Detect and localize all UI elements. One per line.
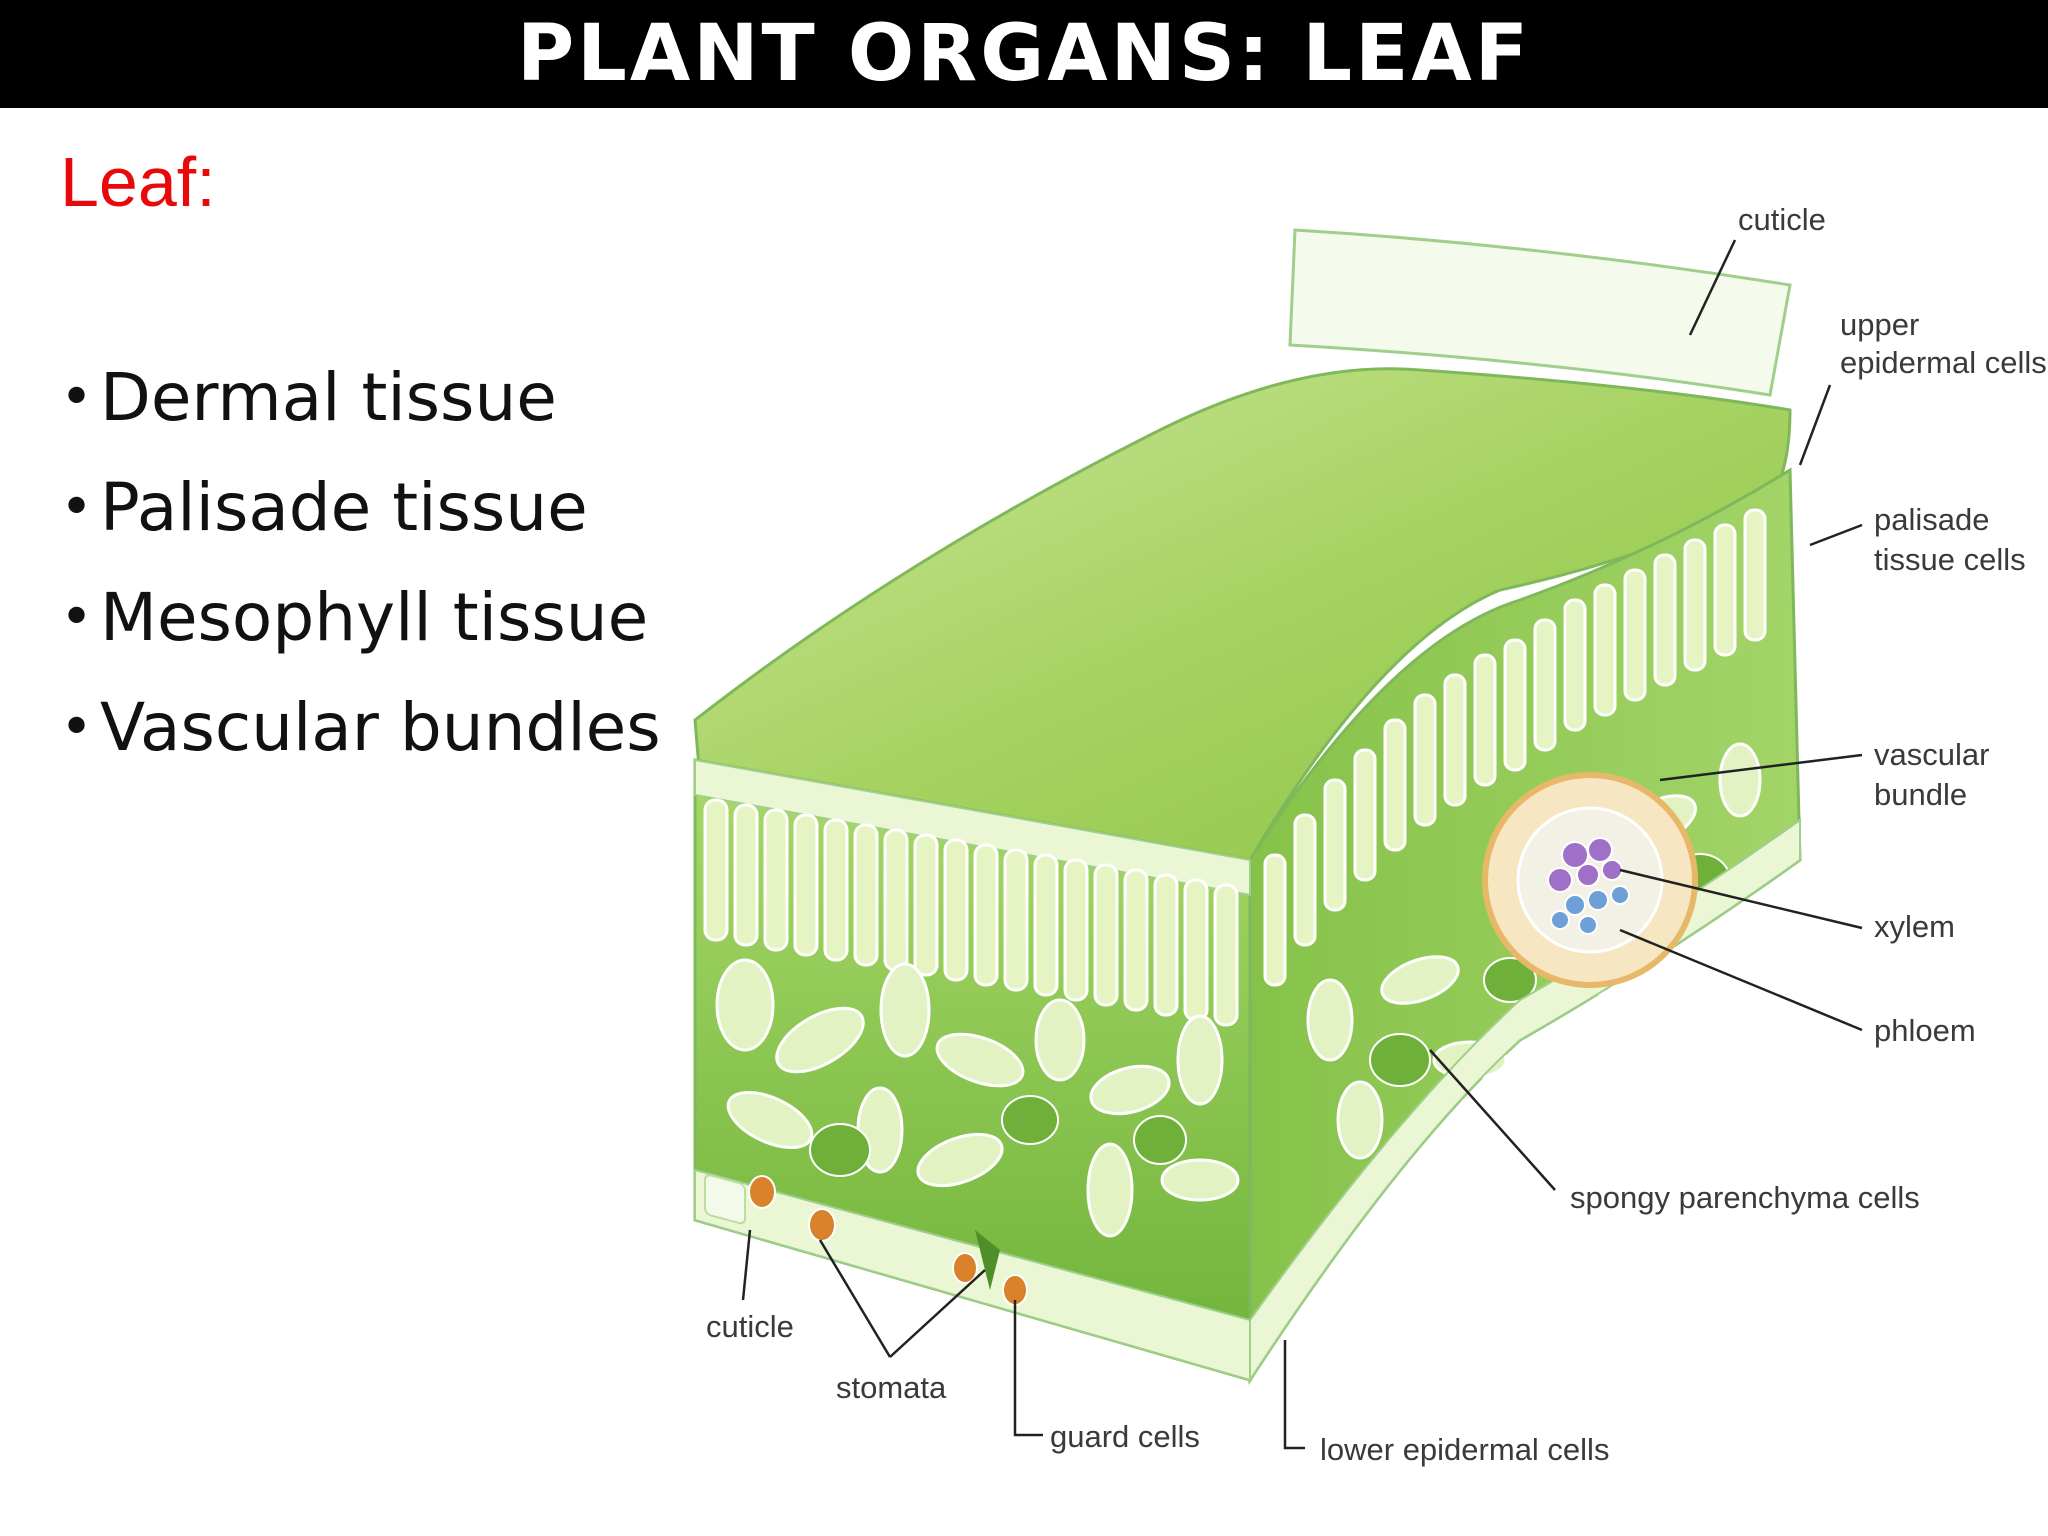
bullet-item: •Dermal tissue bbox=[60, 355, 661, 465]
bullet-item: •Vascular bundles bbox=[60, 685, 661, 795]
guard-cells bbox=[748, 1175, 1028, 1306]
slide-title: PLANT ORGANS: LEAF bbox=[516, 9, 1532, 99]
lower-epidermal-cells bbox=[704, 1174, 746, 1225]
title-bar: PLANT ORGANS: LEAF bbox=[0, 0, 2048, 108]
bullet-text: Palisade tissue bbox=[100, 469, 588, 546]
cuticle-peel bbox=[1288, 228, 1792, 397]
leader-lines bbox=[741, 239, 1863, 1450]
label-vascular-1: vascular bbox=[1874, 737, 1989, 772]
label-palisade-2: tissue cells bbox=[1874, 542, 2026, 577]
label-phloem: phloem bbox=[1874, 1013, 1976, 1048]
bullet-item: •Mesophyll tissue bbox=[60, 575, 661, 685]
label-vascular-2: bundle bbox=[1874, 777, 1967, 812]
label-xylem: xylem bbox=[1874, 909, 1955, 944]
bullet-dot: • bbox=[60, 585, 94, 650]
palisade-cells bbox=[703, 798, 1239, 1027]
upper-epidermal-band bbox=[694, 758, 1251, 897]
bullet-text: Mesophyll tissue bbox=[100, 579, 649, 656]
label-cuticle-bottom: cuticle bbox=[706, 1309, 794, 1344]
bullet-text: Vascular bundles bbox=[100, 689, 661, 766]
vascular-bundle bbox=[1482, 772, 1698, 988]
bullet-text: Dermal tissue bbox=[100, 359, 557, 436]
xylem-cells bbox=[1547, 837, 1623, 893]
slide-subtitle: Leaf: bbox=[60, 143, 216, 221]
label-guard-cells: guard cells bbox=[1050, 1419, 1200, 1454]
label-stomata: stomata bbox=[836, 1370, 947, 1405]
label-cuticle-top: cuticle bbox=[1738, 202, 1826, 237]
lower-epidermis-right bbox=[1249, 818, 1801, 1384]
phloem-cells bbox=[1550, 885, 1630, 935]
bullet-dot: • bbox=[60, 695, 94, 760]
bullet-dot: • bbox=[60, 365, 94, 430]
label-lower-epidermal: lower epidermal cells bbox=[1320, 1432, 1609, 1467]
bullet-dot: • bbox=[60, 475, 94, 540]
label-upper-epidermal-2: epidermal cells bbox=[1840, 345, 2047, 380]
label-upper-epidermal-1: upper bbox=[1840, 307, 1919, 342]
label-palisade-1: palisade bbox=[1874, 502, 1989, 537]
bullet-item: •Palisade tissue bbox=[60, 465, 661, 575]
label-spongy: spongy parenchyma cells bbox=[1570, 1180, 1920, 1215]
bullet-list: •Dermal tissue •Palisade tissue •Mesophy… bbox=[60, 355, 661, 795]
spongy-parenchyma-cells bbox=[715, 742, 1762, 1238]
palisade-cells-right bbox=[1263, 508, 1767, 987]
stoma-opening bbox=[975, 1230, 1000, 1290]
